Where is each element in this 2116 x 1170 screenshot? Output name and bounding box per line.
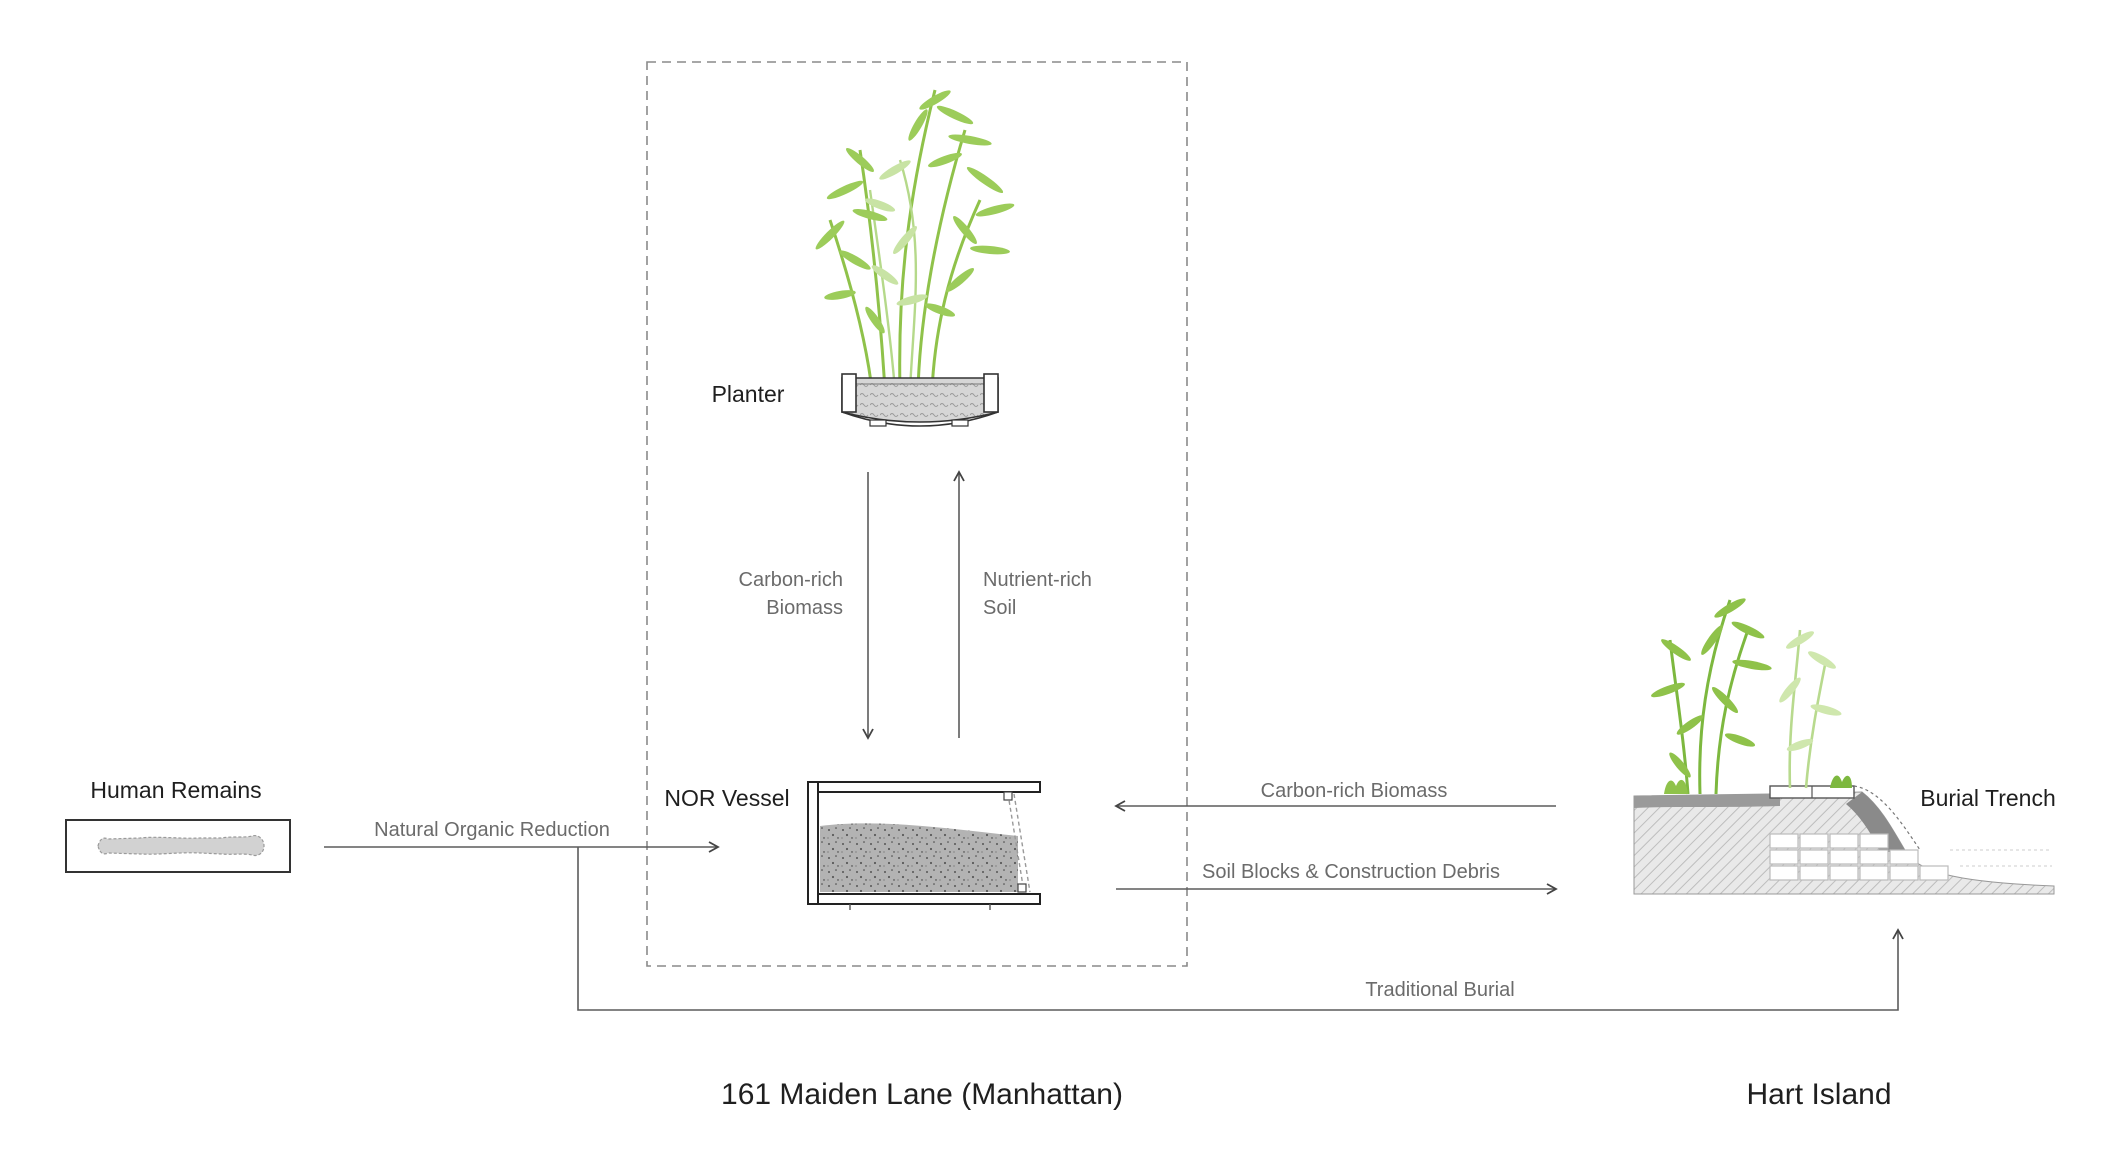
carbon-biomass-return-label: Carbon-rich Biomass [1261, 780, 1448, 802]
planter-bamboo-icon [815, 89, 1015, 427]
soil-blocks-label: Soil Blocks & Construction Debris [1202, 861, 1500, 883]
nutrient-soil-up-label-2: Soil [983, 597, 1016, 619]
traditional-burial-label: Traditional Burial [1365, 979, 1514, 1001]
natural-organic-reduction-label: Natural Organic Reduction [374, 819, 610, 841]
human-remains-label: Human Remains [90, 777, 261, 803]
planter-label: Planter [712, 381, 785, 407]
burial-trench-label: Burial Trench [1920, 785, 2056, 811]
carbon-biomass-down-label-1: Carbon-rich [739, 569, 843, 591]
human-remains-icon [65, 819, 291, 873]
carbon-biomass-down-label-2: Biomass [766, 597, 843, 619]
nor-vessel-icon [807, 781, 1041, 910]
manhattan-site-label: 161 Maiden Lane (Manhattan) [721, 1078, 1123, 1111]
burial-trench-icon [1633, 598, 2055, 895]
hart-island-site-label: Hart Island [1746, 1078, 1891, 1111]
traditional-burial-arrow [577, 847, 1904, 1011]
nutrient-soil-up-label-1: Nutrient-rich [983, 569, 1092, 591]
manhattan-site-boundary [646, 61, 1188, 967]
nor-vessel-label: NOR Vessel [664, 785, 789, 811]
